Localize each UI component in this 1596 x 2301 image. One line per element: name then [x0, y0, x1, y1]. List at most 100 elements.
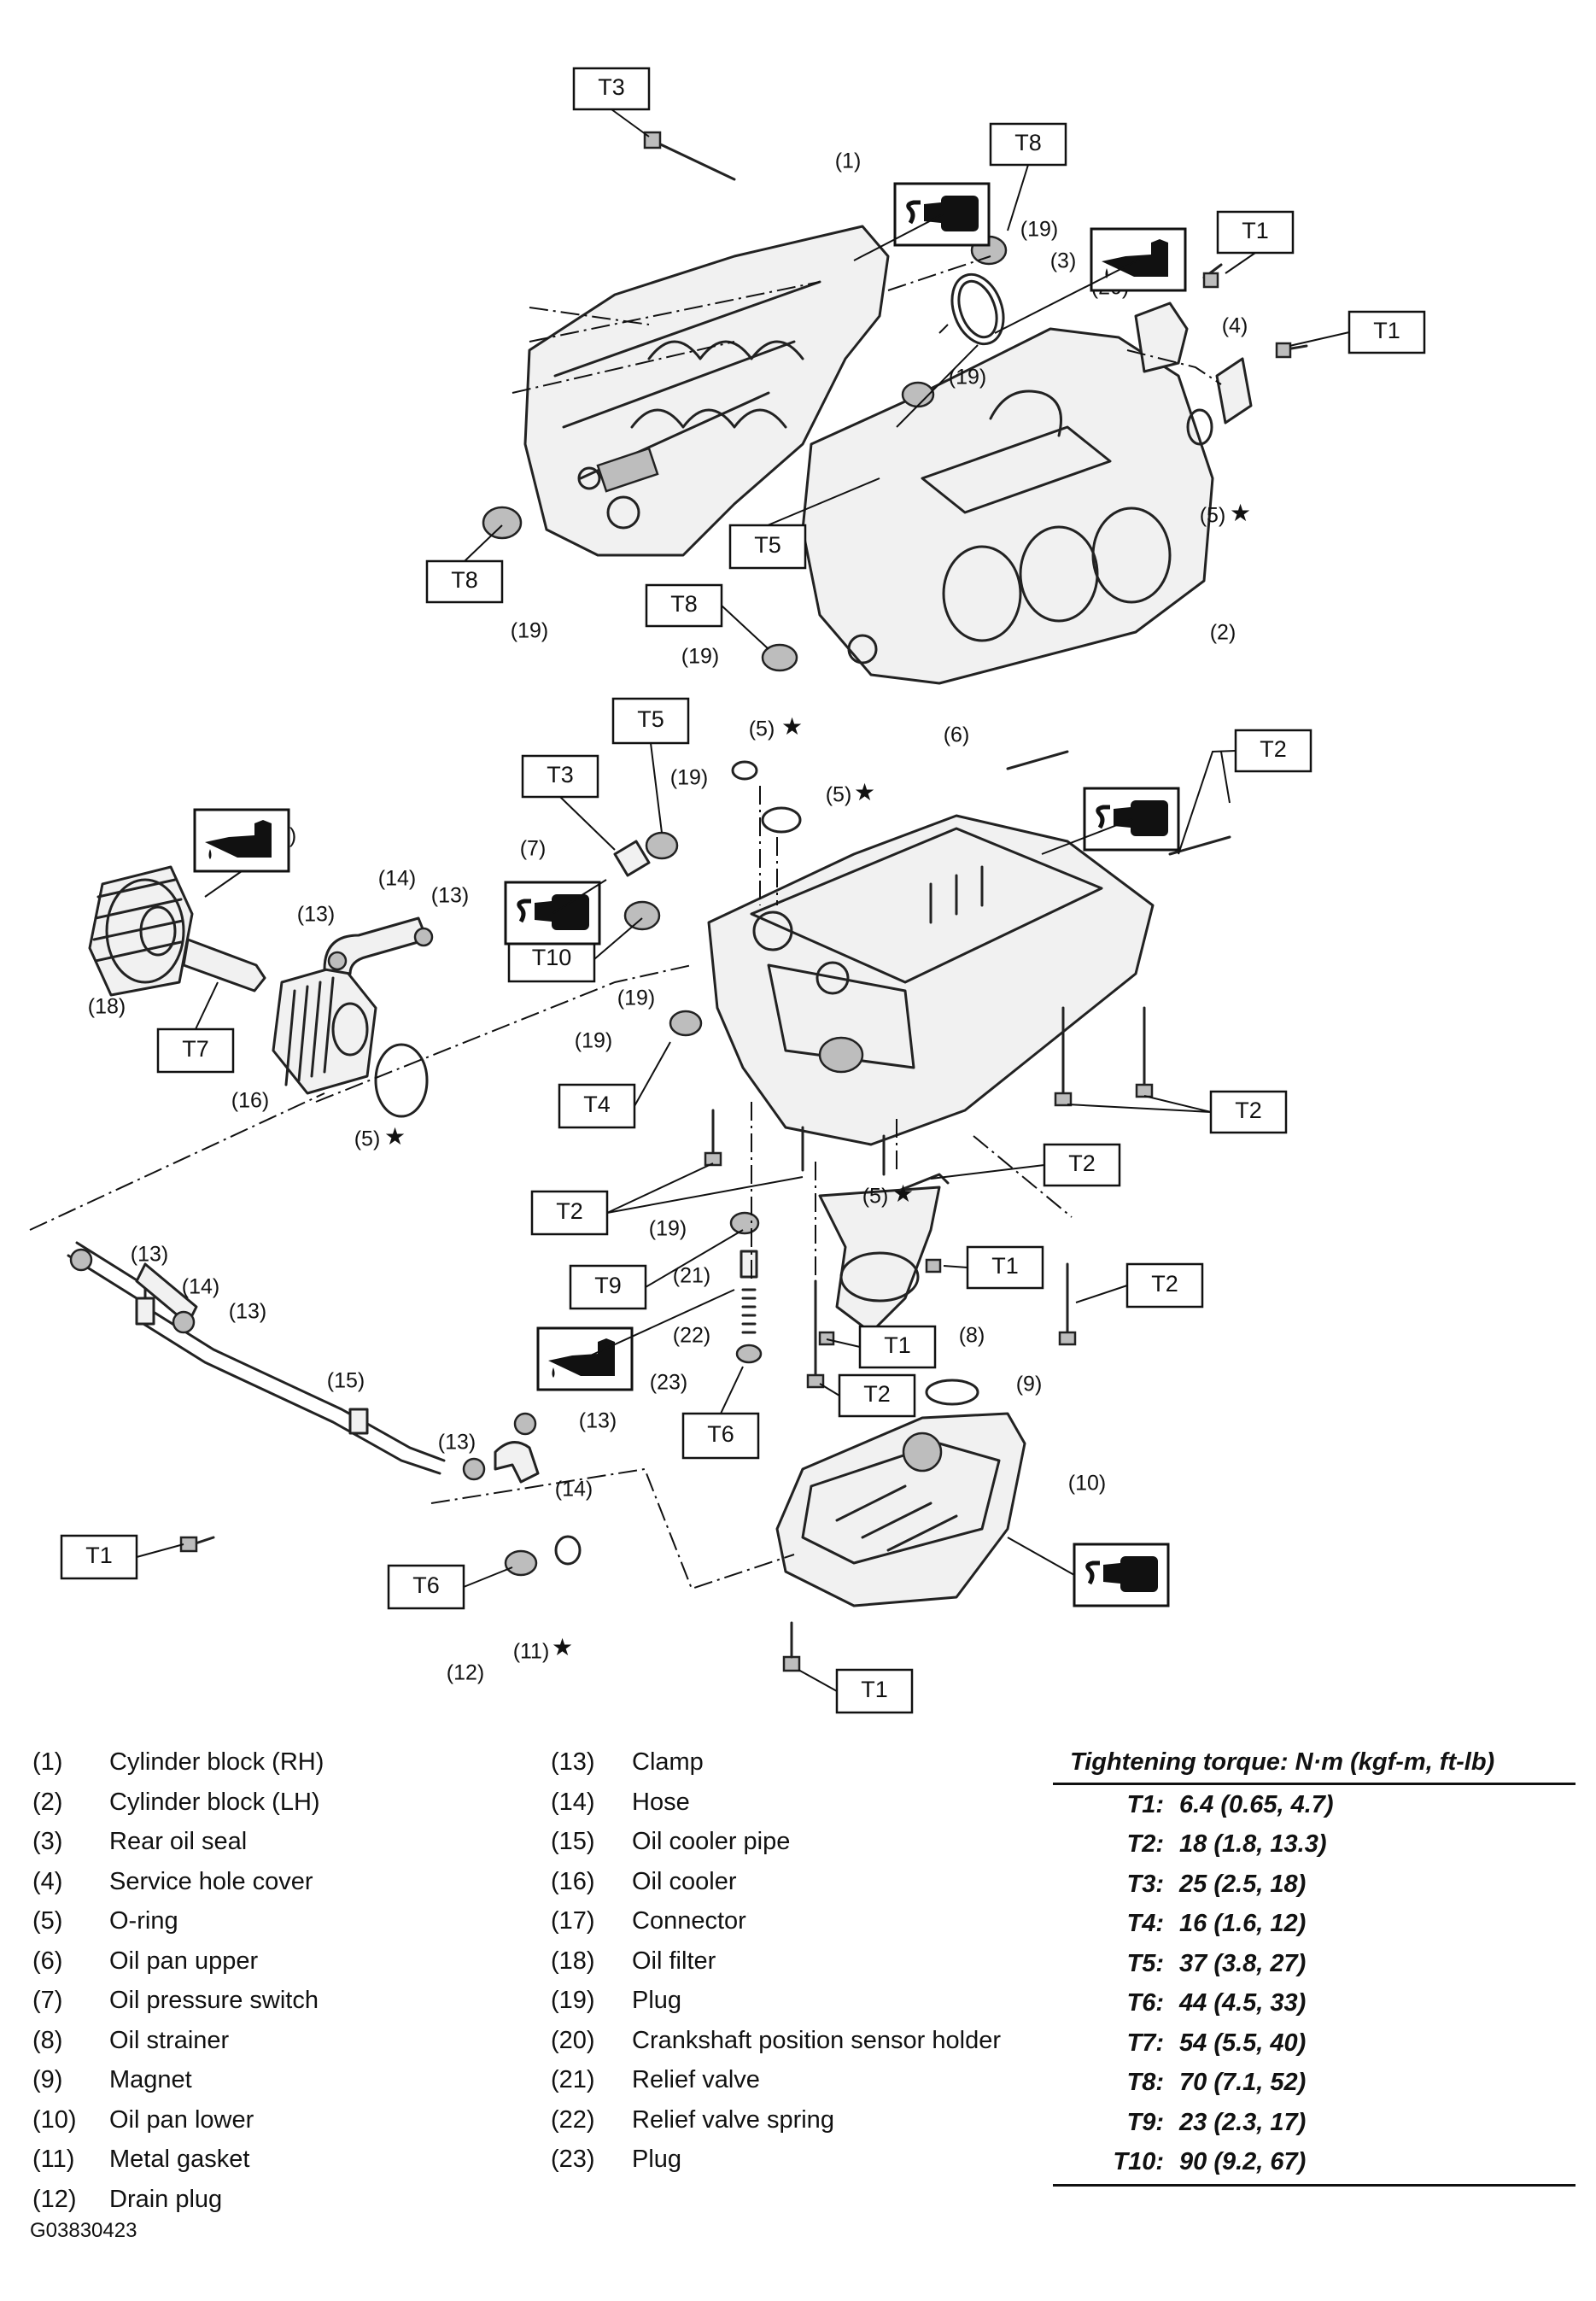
- svg-text:(22): (22): [673, 1324, 710, 1348]
- legend-item: (5)O-ring: [32, 1901, 324, 1941]
- service-hole-cover: [1186, 357, 1253, 446]
- svg-text:(13): (13): [579, 1409, 617, 1433]
- svg-text:T8: T8: [670, 591, 698, 617]
- torque-key: T6:: [1126, 1989, 1165, 2017]
- svg-text:(13): (13): [431, 884, 469, 908]
- legend-part-name: Connector: [632, 1907, 746, 1935]
- legend-part-name: Oil cooler pipe: [632, 1828, 791, 1855]
- svg-text:(21): (21): [673, 1264, 710, 1288]
- svg-text:T1: T1: [861, 1677, 888, 1702]
- callout-t8-mid: T8: [645, 583, 723, 628]
- legend-number: (17): [551, 1907, 595, 1935]
- svg-text:T2: T2: [1235, 1098, 1262, 1123]
- svg-text:T1: T1: [884, 1332, 911, 1358]
- legend-part-name: Oil filter: [632, 1947, 716, 1975]
- oil-can-icon: [536, 1326, 634, 1391]
- torque-value: 90 (9.2, 67): [1179, 2148, 1307, 2175]
- legend-item: (1) Cylinder block (RH): [32, 1742, 324, 1783]
- svg-text:(19): (19): [681, 645, 719, 669]
- legend-item: (18)Oil filter: [551, 1941, 1001, 1982]
- svg-text:T8: T8: [1014, 130, 1042, 155]
- torque-value: 23 (2.3, 17): [1179, 2108, 1307, 2136]
- legend-part-name: Relief valve: [632, 2066, 760, 2093]
- legend-number: (13): [551, 1748, 595, 1776]
- svg-text:T9: T9: [594, 1273, 622, 1298]
- svg-text:T2: T2: [1068, 1150, 1096, 1176]
- legend-number: (19): [551, 1987, 595, 2014]
- legend-item: (14) Hose: [551, 1783, 1001, 1823]
- legend-item: (16)Oil cooler: [551, 1862, 1001, 1902]
- callout-t1-top: T1: [1216, 210, 1295, 255]
- torque-row: T6:44 (4.5, 33): [1053, 1983, 1576, 2023]
- svg-text:(19): (19): [949, 366, 986, 389]
- torque-key: T3:: [1126, 1870, 1165, 1898]
- torque-key: T5:: [1126, 1949, 1165, 1977]
- oil-pan-upper: [707, 750, 1231, 1146]
- legend-part-name: Magnet: [109, 2066, 192, 2093]
- torque-key: T2:: [1126, 1830, 1165, 1858]
- legend-item: (20)Crankshaft position sensor holder: [551, 2021, 1001, 2061]
- callout-t1-lower: T1: [858, 1325, 937, 1369]
- legend-parts-right: (13)Clamp(14)Hose(15)Oil cooler pipe(16)…: [551, 1742, 1001, 2180]
- svg-text:(3): (3): [1050, 249, 1077, 273]
- svg-text:T10: T10: [532, 945, 572, 970]
- legend-part-name: Oil cooler: [632, 1867, 737, 1895]
- torque-key: T9:: [1126, 2108, 1165, 2136]
- legend-item: (17) Connector: [551, 1901, 1001, 1941]
- lower-hoses-clamps: [69, 1248, 540, 1553]
- legend-number: (21): [551, 2066, 595, 2093]
- legend-item: (6)Oil pan upper: [32, 1941, 324, 1982]
- legend-number: (12): [32, 2185, 77, 2213]
- legend-number: (4): [32, 1867, 63, 1895]
- svg-text:T6: T6: [707, 1421, 734, 1447]
- svg-text:T6: T6: [412, 1572, 440, 1598]
- torque-key: T1:: [1126, 1790, 1165, 1818]
- legend-part-name: Cylinder block (RH): [109, 1748, 324, 1776]
- callout-t5-mid: T5: [611, 697, 690, 745]
- callout-t3-mid: T3: [521, 754, 599, 799]
- torque-key: T7:: [1126, 2029, 1165, 2057]
- callout-t6-mid: T6: [681, 1412, 760, 1460]
- svg-text:(4): (4): [1222, 314, 1248, 338]
- legend-item: (10)Oil pan lower: [32, 2100, 324, 2140]
- svg-text:★: ★: [552, 1633, 573, 1661]
- legend-item: (13) Clamp: [551, 1742, 1001, 1783]
- svg-text:(13): (13): [229, 1300, 266, 1324]
- legend-part-name: Clamp: [632, 1748, 704, 1776]
- svg-text:T1: T1: [991, 1253, 1019, 1279]
- svg-text:★: ★: [384, 1122, 406, 1150]
- legend-item: (2)Cylinder block (LH): [32, 1783, 324, 1823]
- legend-number: (7): [32, 1987, 63, 2014]
- torque-value: 25 (2.5, 18): [1179, 1870, 1307, 1898]
- oil-cooler: [272, 963, 377, 1095]
- cylinder-block-rh: [523, 225, 890, 557]
- sealant-tube-icon: [1074, 1544, 1168, 1606]
- oil-filter: [88, 865, 194, 997]
- oil-pan-lower: [775, 1379, 1026, 1672]
- legend-number: (3): [32, 1828, 63, 1855]
- callout-t1-left: T1: [60, 1534, 138, 1580]
- callout-t2-lower: T2: [838, 1373, 916, 1418]
- plugs: [623, 831, 760, 1235]
- legend-number: (1): [32, 1748, 63, 1776]
- callout-t5-upper: T5: [728, 524, 807, 570]
- torque-table: Tightening torque: N·m (kgf-m, ft-lb) T1…: [1053, 1742, 1576, 2187]
- legend-part-name: Hose: [632, 1788, 690, 1816]
- callout-t2-mid: T2: [1043, 1143, 1121, 1187]
- svg-text:T2: T2: [1260, 736, 1287, 762]
- svg-text:★: ★: [854, 778, 875, 806]
- legend-number: (6): [32, 1947, 63, 1975]
- svg-text:(5): (5): [862, 1185, 889, 1209]
- legend-number: (5): [32, 1907, 63, 1935]
- svg-text:(13): (13): [131, 1243, 168, 1267]
- legend-part-name: Drain plug: [109, 2185, 223, 2213]
- svg-text:(19): (19): [1020, 218, 1058, 242]
- svg-text:T1: T1: [1373, 318, 1400, 343]
- svg-text:(16): (16): [231, 1089, 269, 1113]
- callout-t2-topright: T2: [1234, 729, 1312, 773]
- legend-part-name: Plug: [632, 2146, 682, 2173]
- torque-value: 16 (1.6, 12): [1179, 1910, 1307, 1937]
- legend-item: (22)Relief valve spring: [551, 2100, 1001, 2140]
- legend-part-name: Rear oil seal: [109, 1828, 248, 1855]
- legend-number: (14): [551, 1788, 595, 1816]
